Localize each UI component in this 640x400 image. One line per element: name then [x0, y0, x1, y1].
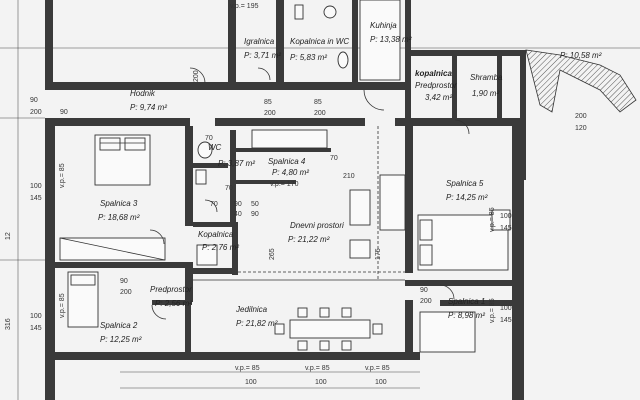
- dimension-label: v.p.= 85: [489, 207, 496, 232]
- dimension-label: 70: [205, 135, 213, 142]
- room-name: Shramba: [470, 73, 503, 82]
- dimension-label: 90: [234, 201, 242, 208]
- dimension-label: 70: [330, 155, 338, 162]
- bed-icon: [251, 129, 328, 149]
- dimension-label: 200: [30, 109, 42, 116]
- dimension-label: 100: [500, 213, 512, 220]
- dimension-label: 145: [500, 225, 512, 232]
- room-area: P: 21,22 m²: [288, 235, 330, 244]
- dimension-label: 175: [375, 248, 382, 260]
- room-name: Dnevni prostori: [290, 221, 344, 230]
- room-area: P: 14,25 m²: [446, 193, 488, 202]
- dimension-label: 100: [30, 183, 42, 190]
- room-area: P: 12,25 m²: [100, 335, 142, 344]
- dimension-label: 100: [30, 313, 42, 320]
- room-area: P: 9,74 m²: [130, 103, 167, 112]
- room-area: P: 18,68 m²: [98, 213, 140, 222]
- dimension-label: 100: [500, 305, 512, 312]
- dimension-label: 90: [120, 278, 128, 285]
- room-name: Predprostor: [415, 81, 457, 90]
- dimension-label: 70: [210, 201, 218, 208]
- room-name: Hodnik: [130, 89, 156, 98]
- walls: [45, 0, 637, 400]
- dimension-label: 145: [500, 317, 512, 324]
- room-area: P: 21,82 m²: [236, 319, 278, 328]
- dimension-label: v.p.= 195: [230, 3, 259, 10]
- room-area: P: 13,38 m²: [370, 35, 412, 44]
- room-name: kopalnica: [415, 69, 452, 78]
- sink-icon: [195, 169, 207, 185]
- room-area: P: 8,98 m²: [448, 311, 485, 320]
- table-icon: [349, 189, 371, 226]
- dimension-label: 100: [245, 379, 257, 386]
- room-name: Kuhinja: [370, 21, 397, 30]
- sofa-icon: [379, 174, 406, 231]
- dimension-label: 200: [193, 70, 200, 82]
- room-name: Jedilnica: [235, 305, 268, 314]
- dimension-label: v.p.= 85: [365, 365, 390, 372]
- room-labels: Igralnica P: 3,71 m² Kopalnica in WC P: …: [98, 21, 602, 344]
- room-area: P: 2,56 m²: [155, 299, 192, 308]
- dimension-label: 120: [575, 125, 587, 132]
- room-name: Spalnica 2: [100, 321, 138, 330]
- kitchen-counter-icon: [359, 0, 401, 81]
- toilet-icon: [337, 51, 349, 69]
- dimension-label: 70: [225, 185, 233, 192]
- dimension-label: 145: [30, 325, 42, 332]
- dimension-label: 90: [30, 97, 38, 104]
- dimension-label: 210: [343, 173, 355, 180]
- dimension-label: 50: [251, 201, 259, 208]
- room-name: Spalnica 5: [446, 179, 484, 188]
- dimension-label: v.p.= 170: [270, 181, 299, 188]
- dimension-label: 100: [375, 379, 387, 386]
- dimension-label: 100: [315, 379, 327, 386]
- dimension-label: 200: [420, 298, 432, 305]
- room-area: P: 5,83 m²: [290, 53, 327, 62]
- dimension-label: v.p.= 85: [59, 163, 66, 188]
- room-name: Igralnica: [244, 37, 275, 46]
- dining-table-icon: [289, 319, 371, 339]
- dimension-label: 40: [234, 211, 242, 218]
- room-name: Predprostor: [150, 285, 192, 294]
- dimension-label: 90: [251, 211, 259, 218]
- room-area: 1,90 m²: [472, 89, 499, 98]
- room-name: Kopalnica in WC: [290, 37, 349, 46]
- room-name: Spalnica 3: [100, 199, 138, 208]
- dimension-label: 316: [5, 318, 12, 330]
- dimension-label: 85: [314, 99, 322, 106]
- dimension-label: 12: [5, 232, 12, 240]
- room-name: Spalnica 1: [448, 297, 485, 306]
- room-name: Spalnica 4: [268, 157, 306, 166]
- dimension-label: v.p.= 85: [235, 365, 260, 372]
- armchair-icon: [349, 239, 371, 259]
- room-area: P: 4,80 m²: [272, 168, 309, 177]
- dimension-label: 90: [60, 109, 68, 116]
- room-area: P: 10,58 m²: [560, 51, 602, 60]
- dimension-label: 200: [314, 110, 326, 117]
- room-area: 3,42 m²: [425, 93, 452, 102]
- dimension-label: v.p.= 85: [489, 298, 496, 323]
- furniture: [59, 0, 511, 353]
- dimension-label: 90: [420, 287, 428, 294]
- shower-icon: [196, 244, 218, 266]
- room-name: WC: [208, 143, 222, 152]
- room-name: Kopalnica: [198, 230, 234, 239]
- room-area: P: 3,71 m²: [244, 51, 281, 60]
- dimension-label: 200: [575, 113, 587, 120]
- dimension-label: 200: [120, 289, 132, 296]
- dimension-label: 200: [264, 110, 276, 117]
- bed-icon: [419, 311, 476, 353]
- dimension-label: 85: [264, 99, 272, 106]
- dimension-labels: v.p.= 195 90 200 90 200 85 200 85 200 70…: [5, 3, 587, 386]
- dimension-label: 265: [269, 248, 276, 260]
- room-area: P: 2,76 m²: [202, 243, 239, 252]
- dimension-label: v.p.= 85: [305, 365, 330, 372]
- toilet-icon: [197, 141, 213, 159]
- dimension-label: v.p.= 85: [59, 293, 66, 318]
- room-area: P: 3,87 m²: [218, 159, 255, 168]
- dimension-label: 145: [30, 195, 42, 202]
